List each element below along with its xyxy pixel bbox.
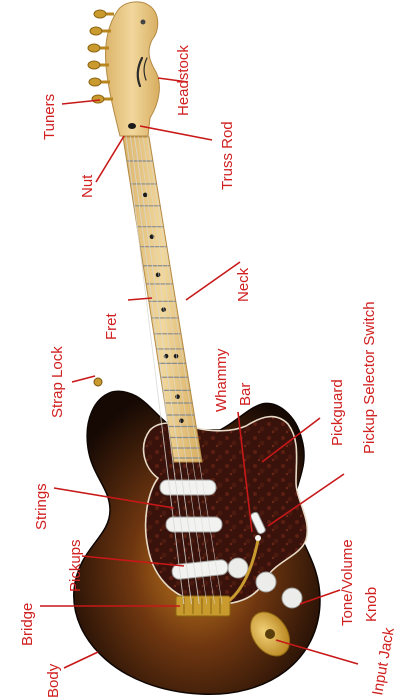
strings <box>125 135 223 605</box>
headstock <box>105 1 160 137</box>
leader-strings <box>53 487 175 509</box>
label-headstock: Headstock <box>175 45 192 116</box>
leader-input-jack <box>275 639 359 665</box>
tuners <box>87 9 114 104</box>
label-input-jack: Input Jack <box>369 626 398 697</box>
label-whammy: Whammy <box>213 348 230 412</box>
leader-lines <box>40 77 359 669</box>
label-truss-rod: Truss Rod <box>219 121 236 190</box>
label-pickup-selector-switch: Pickup Selector Switch <box>361 301 378 454</box>
guitar-string <box>142 135 215 605</box>
whammy-bar <box>228 535 261 602</box>
label-strap-lock: Strap Lock <box>49 346 66 418</box>
string-tree <box>140 19 146 25</box>
leader-fret <box>127 297 153 301</box>
fender-logo-icon <box>136 56 148 88</box>
tone-knob-1 <box>255 571 277 593</box>
fret-marker-dot <box>173 353 179 359</box>
tuner-6 <box>91 94 113 104</box>
label-strings: Strings <box>33 483 50 530</box>
tuner-2 <box>89 26 111 36</box>
label-tuners: Tuners <box>41 94 58 140</box>
frets <box>126 160 202 459</box>
label-pickups: Pickups <box>67 539 84 592</box>
label-neck: Neck <box>235 267 252 302</box>
fret-marker-dot <box>142 192 148 198</box>
tuner-5 <box>88 77 110 87</box>
leader-headstock <box>157 77 189 83</box>
tone-knob-2 <box>281 587 303 609</box>
leader-tuners <box>61 99 101 105</box>
fret-marker-dot <box>175 394 180 400</box>
leader-strap-lock <box>71 375 96 383</box>
truss-rod <box>128 123 136 129</box>
leader-pickup-selector-switch <box>267 473 345 527</box>
leader-tone-volume-knob <box>299 589 341 605</box>
strap-lock <box>93 377 103 387</box>
pickup-selector-switch <box>250 511 266 535</box>
pickguard <box>142 415 309 606</box>
tuner-4 <box>87 60 109 70</box>
label-fret: Fret <box>103 313 120 341</box>
guitar-string <box>138 135 208 605</box>
tuner-1 <box>93 9 114 19</box>
bridge <box>175 595 231 617</box>
leader-nut <box>95 135 125 183</box>
guitar-string <box>129 135 192 605</box>
fret-marker-dot <box>155 272 161 278</box>
label-nut: Nut <box>79 174 96 198</box>
leader-truss-rod <box>139 125 213 141</box>
leader-pickguard <box>261 417 321 463</box>
leader-body <box>63 651 99 669</box>
pickup-neck <box>159 479 217 496</box>
tuner-3 <box>87 43 109 53</box>
label-pickguard: Pickguard <box>329 379 346 446</box>
guitar-string <box>146 135 223 605</box>
guitar-string <box>125 135 185 605</box>
volume-knob <box>227 557 249 579</box>
label-bridge: Bridge <box>19 603 36 646</box>
label-bar: Bar <box>237 383 254 406</box>
label-knob: Knob <box>363 587 380 622</box>
input-jack <box>249 611 291 657</box>
label-body: Body <box>45 663 62 698</box>
label-tone-volume: Tone/Volume <box>339 539 356 626</box>
leader-whammy-bar <box>237 411 253 533</box>
leader-neck <box>185 261 241 301</box>
guitar-string <box>133 135 200 605</box>
leader-pickups <box>81 555 185 567</box>
